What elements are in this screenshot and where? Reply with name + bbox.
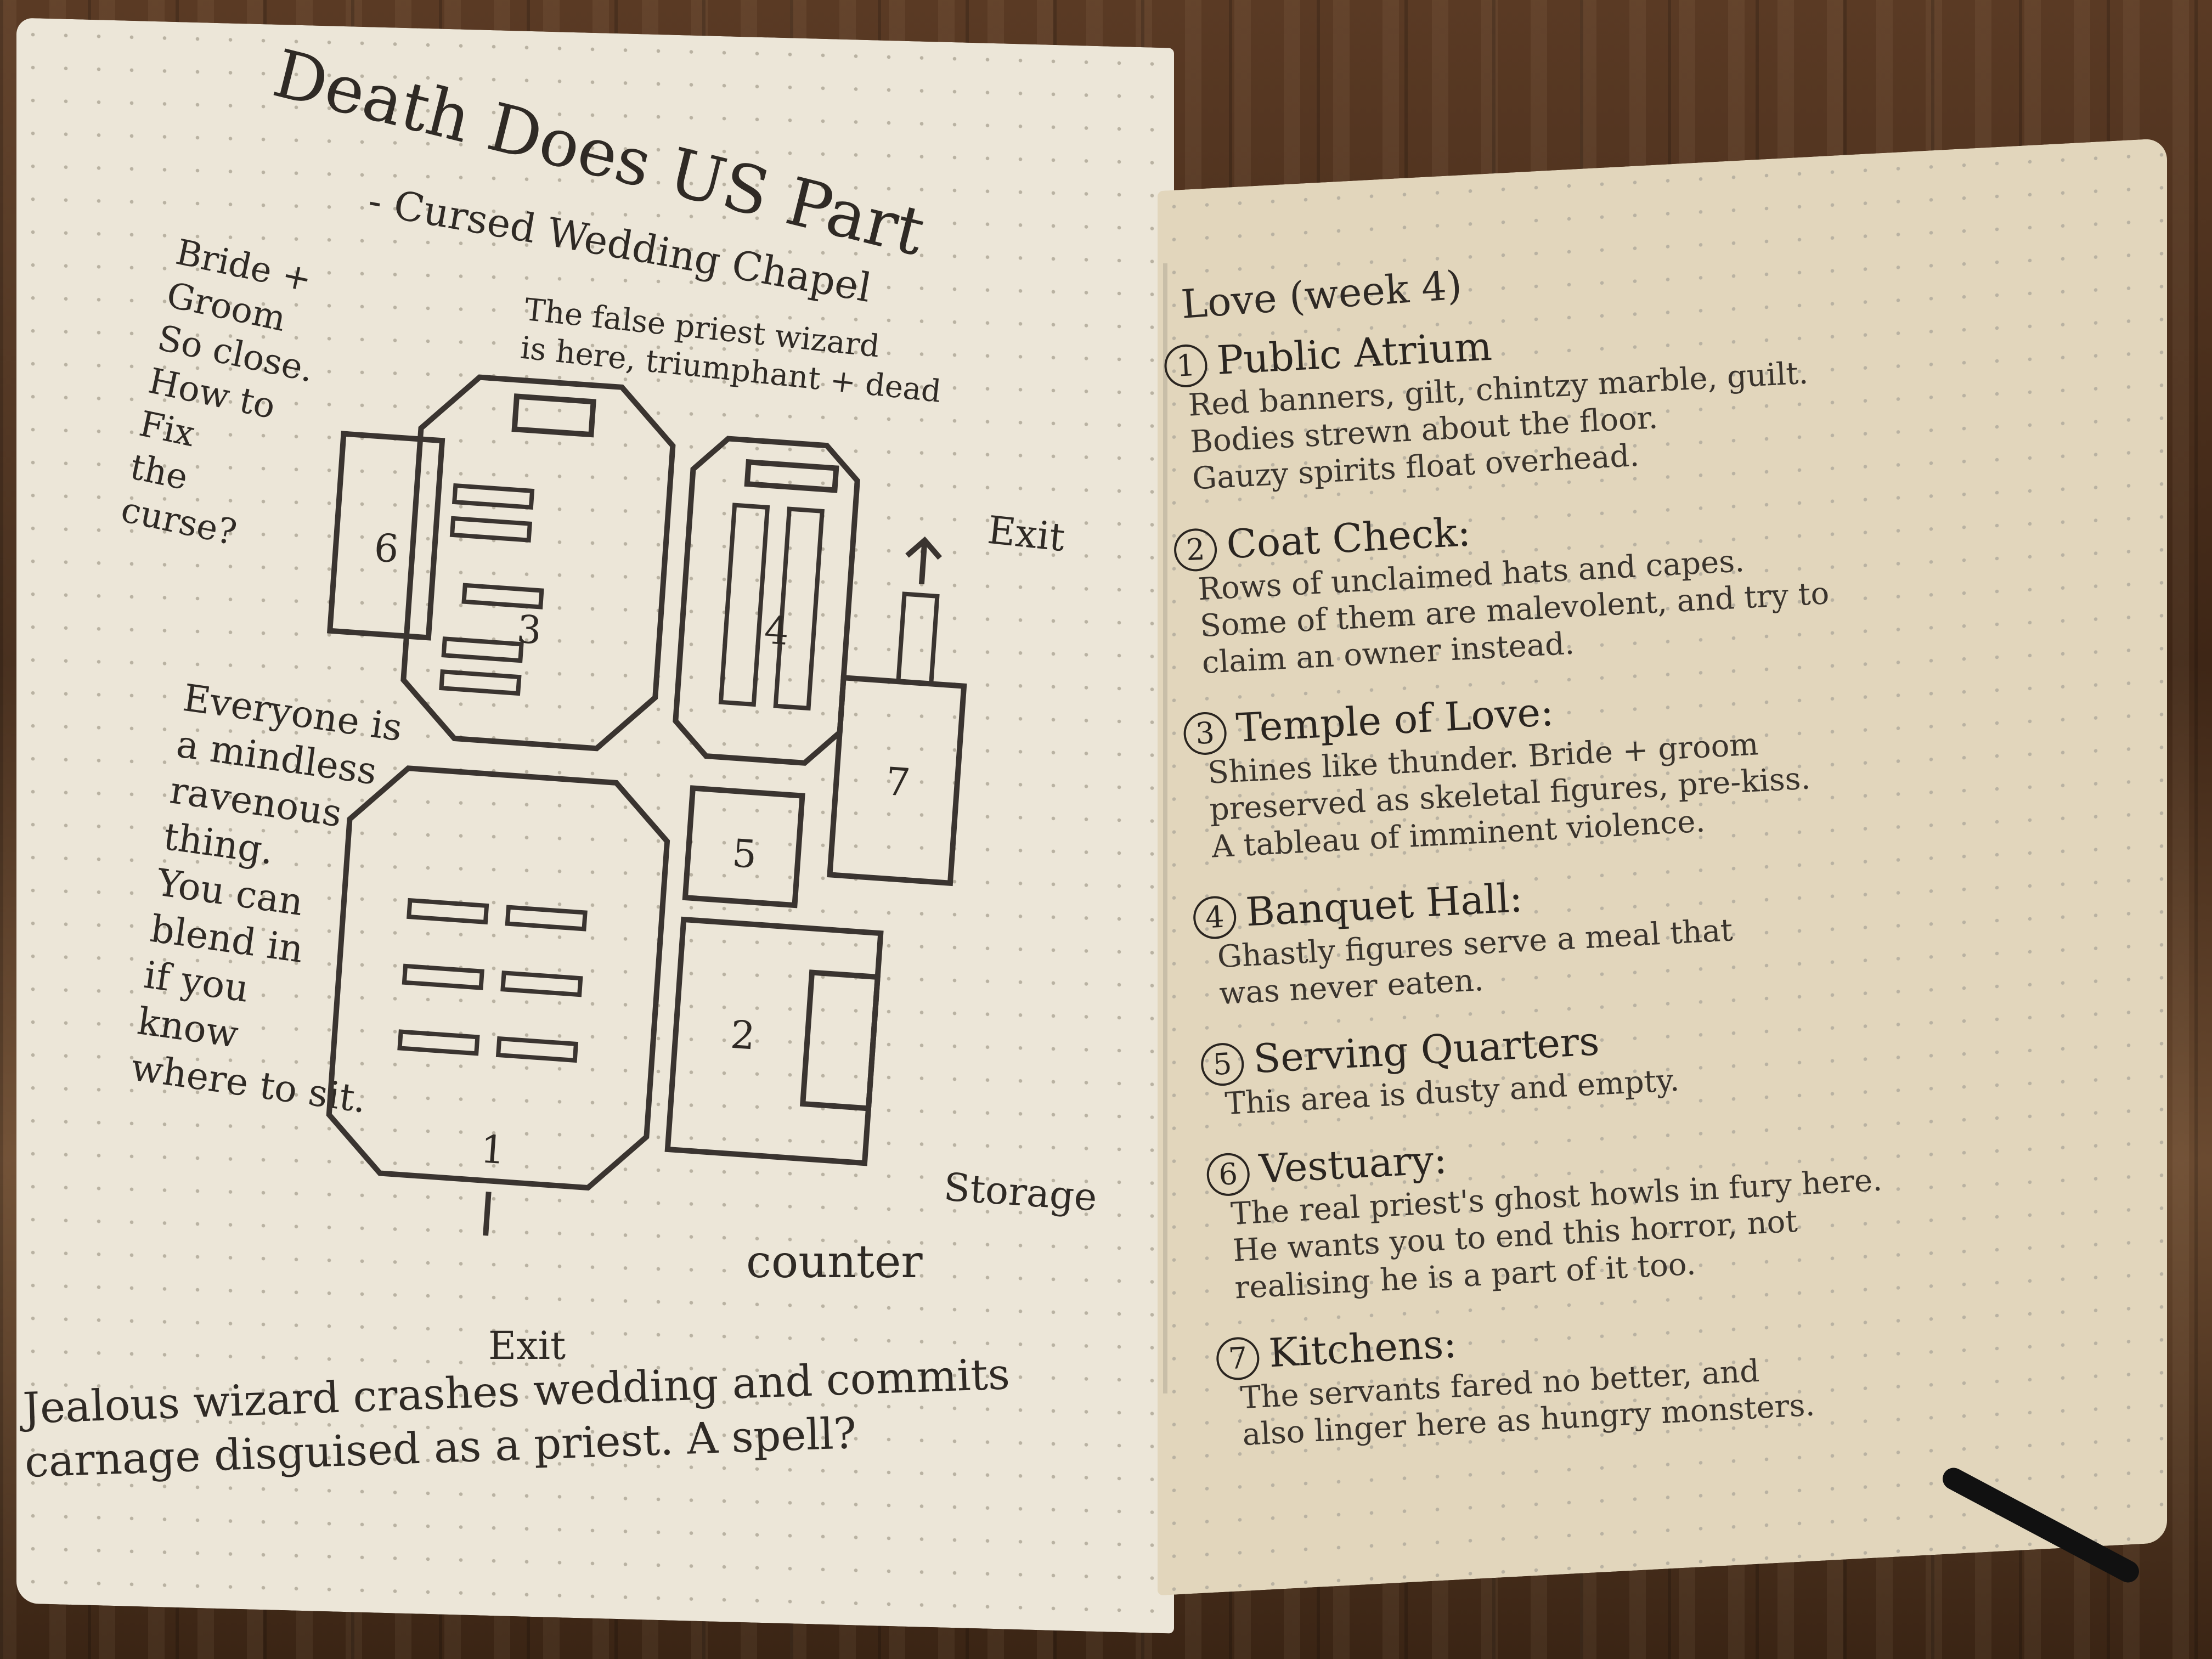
entry-number: 1: [1163, 343, 1209, 388]
room-3-outline: [400, 374, 676, 752]
room-1-outline: [326, 765, 670, 1191]
exit-arrow-top: [905, 536, 943, 585]
room-5-outline: [682, 785, 805, 909]
entry-number: 4: [1192, 895, 1238, 940]
exit-label-top: Exit: [985, 507, 1068, 561]
map-drawing: [326, 374, 967, 1284]
temple-pews: [439, 483, 544, 696]
banquet-table-left: [718, 503, 770, 707]
kitchen-stairs: [896, 591, 940, 686]
entry-number: 6: [1205, 1152, 1251, 1198]
entry-number: 2: [1173, 527, 1218, 572]
room-2-outline: [664, 916, 884, 1166]
entry-number: 3: [1182, 711, 1228, 757]
room-number-7: 7: [884, 759, 912, 806]
room-4-outline: [673, 436, 860, 766]
entry-number: 7: [1215, 1336, 1261, 1381]
chapel-map: 3 4 6 1 5 2 7: [278, 346, 1160, 1284]
atrium-benches: [397, 898, 588, 1063]
banquet-table-right: [773, 506, 825, 711]
banquet-table-top: [744, 459, 839, 493]
storage-alcove: [799, 969, 881, 1111]
room-number-4: 4: [763, 607, 791, 654]
exit-label-bottom: Exit: [488, 1323, 566, 1368]
entry-title: Vestuary:: [1258, 1136, 1448, 1193]
room-number-1: 1: [479, 1126, 507, 1173]
room-number-2: 2: [729, 1012, 757, 1059]
room-number-3: 3: [515, 606, 543, 653]
altar: [511, 393, 596, 438]
counter-label: counter: [746, 1236, 923, 1288]
room-number-5: 5: [730, 831, 759, 877]
entry-title: Kitchens:: [1267, 1320, 1458, 1376]
entry-number: 5: [1200, 1042, 1245, 1087]
room-6-outline: [326, 431, 445, 641]
room-number-6: 6: [373, 525, 400, 572]
notebook-spine: [1163, 263, 1167, 1393]
